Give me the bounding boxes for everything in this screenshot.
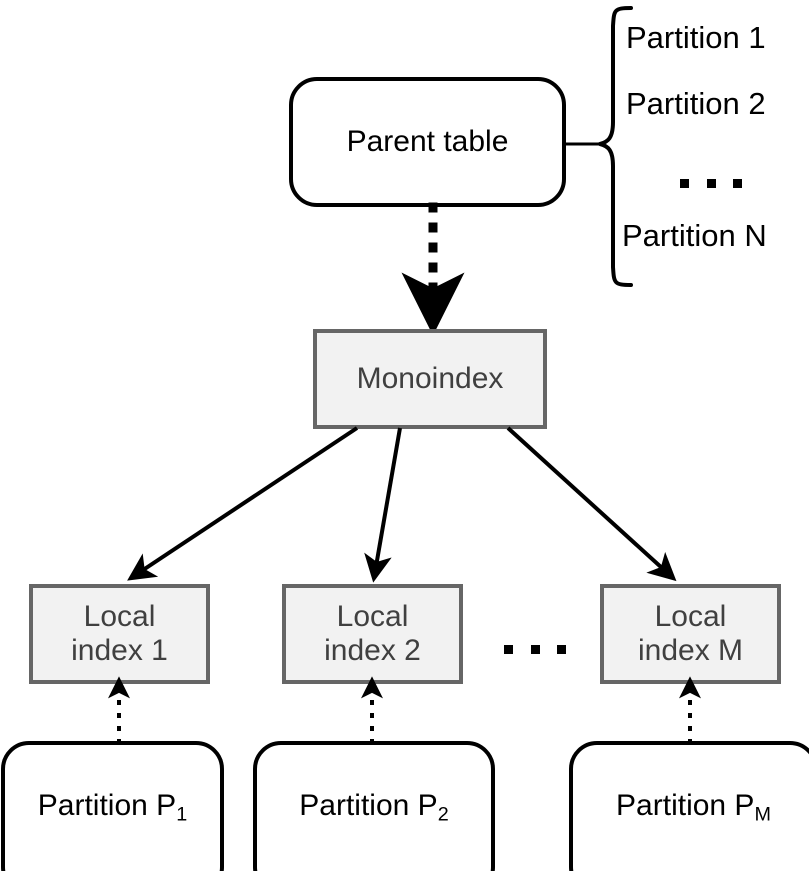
brace-item-partition-n: Partition N (622, 218, 767, 253)
ellipsis-dot (680, 178, 689, 188)
ellipsis-dot (706, 178, 716, 188)
partition-pm-box[interactable] (569, 741, 809, 871)
local-index-m-box[interactable] (600, 584, 781, 684)
partition-brace (598, 6, 633, 287)
brace-ellipsis (680, 178, 742, 188)
local-index-ellipsis (504, 644, 566, 654)
local-index-2-box[interactable] (282, 584, 463, 684)
edge-monoindex-to-local-index-1 (127, 426, 359, 581)
local-index-1-box[interactable] (29, 584, 210, 684)
partition-p1-box[interactable] (1, 741, 224, 871)
ellipsis-dot (530, 644, 540, 654)
ellipsis-dot (504, 644, 513, 654)
parent-table-box[interactable] (289, 77, 566, 207)
partition-p2-box[interactable] (253, 741, 495, 871)
ellipsis-dot (733, 178, 742, 188)
brace-item-partition-2: Partition 2 (626, 86, 766, 121)
ellipsis-dot (557, 644, 566, 654)
edge-monoindex-to-local-index-m (506, 426, 677, 582)
monoindex-box[interactable] (313, 329, 547, 429)
edge-monoindex-to-local-index-2 (364, 427, 402, 583)
brace-item-partition-1: Partition 1 (626, 20, 766, 55)
